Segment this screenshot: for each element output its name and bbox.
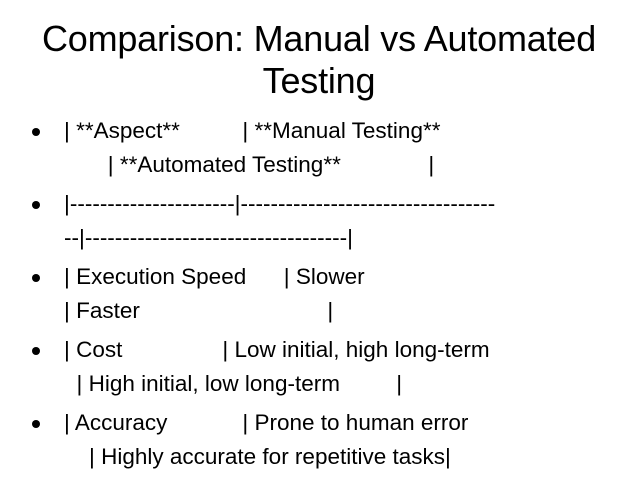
bullet-text-line-1: | Cost | Low initial, high long-term [64,337,490,362]
bullet-text-line-2: | High initial, low long-term | [64,371,403,396]
bullet-text-line-2: | **Automated Testing** | [64,152,435,177]
bullet-text-line-1: | **Aspect** | **Manual Testing** [64,118,441,143]
bullet-item-cost: | Cost | Low initial, high long-term | H… [0,333,638,401]
bullet-dot-icon [32,274,40,282]
bullet-text-line-2: | Faster | [64,298,334,323]
bullet-dot-icon [32,201,40,209]
slide-title-line-2: Testing [262,60,376,101]
slide-title: Comparison: Manual vs Automated Testing [30,18,608,102]
bullet-item-separator: |----------------------|----------------… [0,187,638,255]
bullet-dot-icon [32,347,40,355]
bullet-text-line-1: |----------------------|----------------… [64,191,496,216]
bullet-text-line-1: | Execution Speed | Slower [64,264,365,289]
bullet-item-aspect-header: | **Aspect** | **Manual Testing** | **Au… [0,114,638,182]
bullet-dot-icon [32,420,40,428]
slide-title-line-1: Comparison: Manual vs Automated [41,18,597,59]
bullet-text-line-2: | Highly accurate for repetitive tasks| [64,444,451,469]
bullet-text-line-1: | Accuracy | Prone to human error [64,410,469,435]
bullet-item-accuracy: | Accuracy | Prone to human error | High… [0,406,638,474]
bullet-list: | **Aspect** | **Manual Testing** | **Au… [0,114,638,479]
bullet-dot-icon [32,128,40,136]
bullet-item-execution-speed: | Execution Speed | Slower | Faster | [0,260,638,328]
bullet-text-line-2: --|-----------------------------------| [64,225,353,250]
